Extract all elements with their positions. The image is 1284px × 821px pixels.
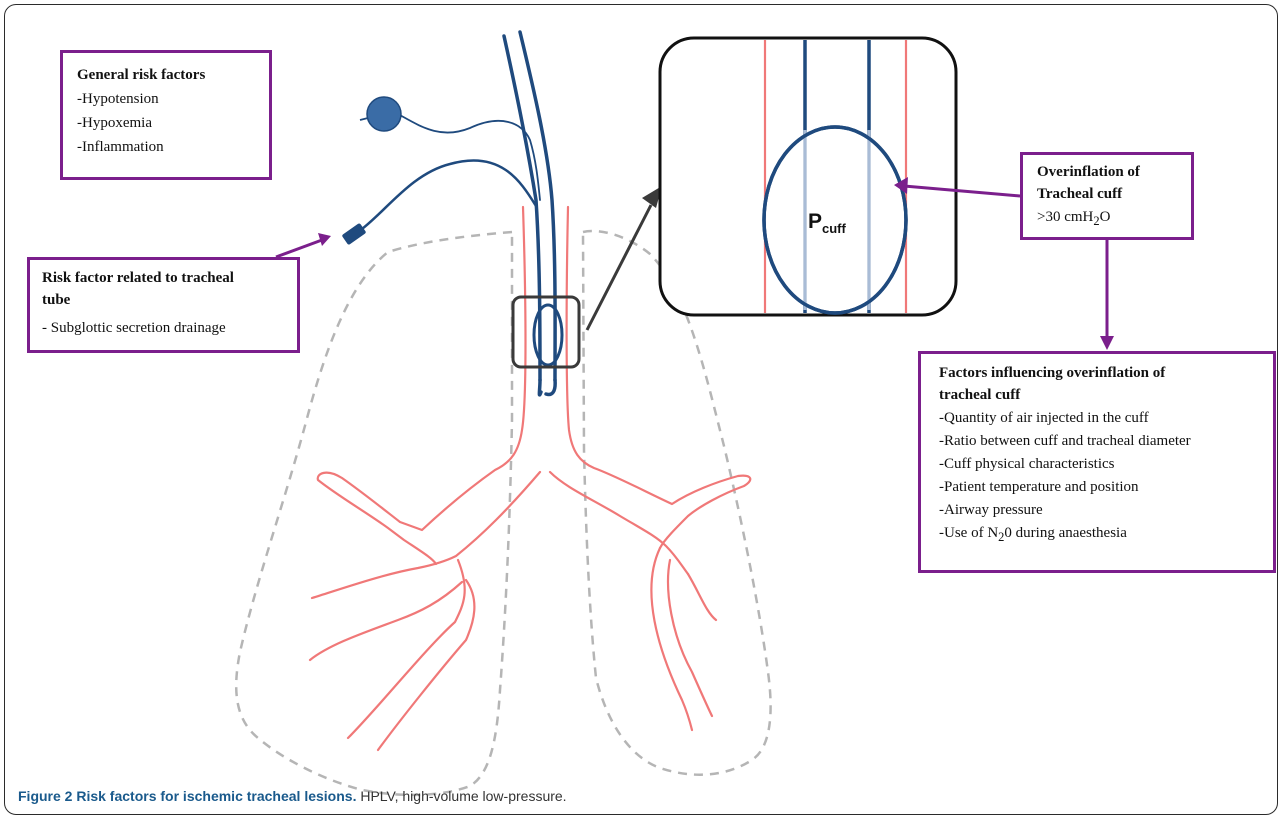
general-risk-title: General risk factors	[77, 63, 259, 87]
tube-factor-arrow	[276, 240, 322, 257]
right-lower-branch-b	[651, 548, 692, 730]
factor-item: -Cuff physical characteristics	[939, 453, 1265, 476]
factor-item: -Quantity of air injected in the cuff	[939, 407, 1265, 430]
right-lower-branch-a	[668, 560, 716, 716]
tube-risk-item: - Subglottic secretion drainage	[42, 316, 287, 340]
pilot-balloon-stem	[360, 118, 368, 120]
general-risk-factors-box: General risk factors -Hypotension -Hypox…	[60, 50, 272, 180]
caption-text: HPLV, high-volume low-pressure.	[356, 788, 566, 804]
factor-item: -Ratio between cuff and tracheal diamete…	[939, 430, 1265, 453]
pilot-balloon-icon	[367, 97, 401, 131]
factors-arrow-head	[1100, 336, 1114, 350]
magnify-region	[513, 297, 579, 367]
caption-title: Figure 2 Risk factors for ischemic trach…	[18, 788, 356, 804]
left-bronchus-lower	[310, 560, 465, 738]
pilot-line-thin	[398, 114, 540, 200]
pcuff-label: Pcuff	[808, 210, 846, 236]
syringe-port-icon	[342, 223, 367, 245]
figure-caption: Figure 2 Risk factors for ischemic trach…	[18, 788, 567, 804]
general-risk-item: -Hypotension	[77, 87, 259, 111]
tube-tip	[539, 380, 555, 395]
factor-item: -Patient temperature and position	[939, 476, 1265, 499]
factor-item-n2o: -Use of N20 during anaesthesia	[939, 522, 1265, 549]
suction-line	[358, 160, 536, 232]
factor-item: -Airway pressure	[939, 499, 1265, 522]
zoom-arrow	[587, 205, 651, 330]
trachea-left-wall	[318, 207, 526, 564]
general-risk-item: -Inflammation	[77, 135, 259, 159]
left-lower-branch	[378, 580, 474, 750]
overinflation-threshold: >30 cmH2O	[1037, 205, 1183, 233]
right-bronchus-inner	[550, 472, 688, 574]
general-risk-item: -Hypoxemia	[77, 111, 259, 135]
